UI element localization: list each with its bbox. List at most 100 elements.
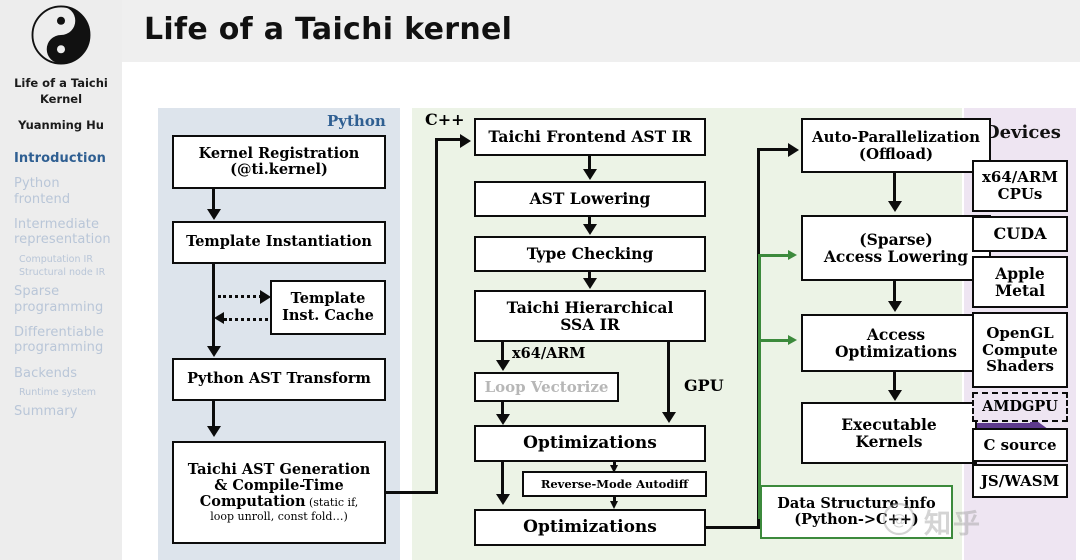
box-line: (static if, <box>305 496 359 510</box>
box-c-source[interactable]: C source <box>972 428 1068 462</box>
box-line: Reverse-Mode Autodiff <box>540 476 689 491</box>
box-auto-parallelization[interactable]: Auto-Parallelization (Offload) <box>801 118 991 173</box>
box-line: Computation <box>199 493 306 511</box>
connector <box>501 402 504 416</box>
box-access-optimizations[interactable]: Access Optimizations <box>801 314 991 372</box>
connector <box>501 462 504 495</box>
sidebar-item-backends[interactable]: Backends <box>14 365 78 381</box>
python-panel-label: Python <box>327 112 386 130</box>
box-cuda[interactable]: CUDA <box>972 216 1068 252</box>
box-line: Executable <box>841 414 937 434</box>
arrow-down-icon <box>495 494 510 505</box>
box-line: Optimizations <box>835 342 957 361</box>
connector <box>706 526 760 529</box>
box-line: (Sparse) <box>859 229 933 249</box>
box-line: x64/ARM <box>981 168 1058 187</box>
box-taichi-hierarchical-ssa-ir[interactable]: Taichi Hierarchical SSA IR <box>474 290 706 342</box>
connector <box>613 462 616 467</box>
arrow-down-icon <box>206 346 221 357</box>
arrow-down-icon <box>206 209 221 220</box>
box-amdgpu[interactable]: AMDGPU <box>972 392 1068 422</box>
box-template-instantiation[interactable]: Template Instantiation <box>172 221 386 264</box>
box-line: Kernels <box>855 432 923 451</box>
box-line: Template <box>290 290 366 308</box>
box-line: Inst. Cache <box>282 306 374 324</box>
box-line: JS/WASM <box>980 471 1060 490</box>
box-python-ast-transform[interactable]: Python AST Transform <box>172 358 386 401</box>
arrow-down-icon <box>206 426 221 437</box>
page-title: Life of a Taichi kernel <box>144 12 513 47</box>
arrow-down-icon <box>582 169 597 180</box>
box-x64-arm-cpus[interactable]: x64/ARM CPUs <box>972 160 1068 212</box>
box-line: Template Instantiation <box>186 233 372 251</box>
connector <box>613 497 616 503</box>
box-line: AST Lowering <box>529 189 651 209</box>
arrow-right-icon <box>788 142 799 157</box>
box-data-structure-info[interactable]: Data Structure info (Python->C++) <box>760 485 953 539</box>
box-optimizations-1[interactable]: Optimizations <box>474 425 706 462</box>
sidebar-item-sparse-programming[interactable]: Sparse programming <box>14 284 104 315</box>
sidebar-item-introduction[interactable]: Introduction <box>14 150 106 166</box>
box-line: & Compile-Time <box>214 477 344 495</box>
box-line: Taichi AST Generation <box>187 460 371 478</box>
arrow-down-icon <box>887 390 902 401</box>
label-gpu: GPU <box>684 376 724 395</box>
connector-green <box>758 339 791 342</box>
box-ast-lowering[interactable]: AST Lowering <box>474 181 706 217</box>
box-reverse-mode-autodiff[interactable]: Reverse-Mode Autodiff <box>522 471 707 497</box>
box-loop-vectorize[interactable]: Loop Vectorize <box>474 372 619 402</box>
box-line: C source <box>983 435 1057 454</box>
arrow-down-icon <box>495 414 510 425</box>
box-js-wasm[interactable]: JS/WASM <box>972 464 1068 498</box>
sidebar-title: Life of a Taichi Kernel <box>14 76 108 106</box>
connector <box>435 138 464 141</box>
box-line: Optimizations <box>523 516 657 537</box>
box-sparse-access-lowering[interactable]: (Sparse) Access Lowering <box>801 215 991 281</box>
box-optimizations-2[interactable]: Optimizations <box>474 509 706 546</box>
box-kernel-registration[interactable]: Kernel Registration (@ti.kernel) <box>172 135 386 189</box>
connector <box>212 264 215 347</box>
sidebar-item-runtime-system[interactable]: Runtime system <box>19 387 97 399</box>
slide-header: Life of a Taichi kernel <box>122 0 1080 62</box>
sidebar-item-python-frontend[interactable]: Python frontend <box>14 176 71 207</box>
connector-dotted <box>218 295 262 298</box>
box-line: Loop Vectorize <box>484 377 609 396</box>
arrow-right-icon <box>260 290 271 304</box>
box-type-checking[interactable]: Type Checking <box>474 236 706 272</box>
arrow-down-icon <box>582 224 597 235</box>
box-taichi-ast-generation[interactable]: Taichi AST Generation & Compile-Time Com… <box>172 441 386 544</box>
label-cpp: C++ <box>425 110 465 129</box>
connector <box>588 217 591 224</box>
box-taichi-frontend-ast-ir[interactable]: Taichi Frontend AST IR <box>474 118 706 156</box>
box-opengl-compute-shaders[interactable]: OpenGL Compute Shaders <box>972 312 1068 388</box>
sidebar-item-differentiable-programming[interactable]: Differentiable programming <box>14 325 105 356</box>
box-line-row: Computation (static if, <box>200 494 359 510</box>
box-executable-kernels[interactable]: Executable Kernels <box>801 402 977 464</box>
arrow-down-icon <box>609 501 618 509</box>
box-template-inst-cache[interactable]: Template Inst. Cache <box>270 280 386 335</box>
sidebar-item-structural-node-ir[interactable]: Structural node IR <box>19 267 106 278</box>
connector <box>667 342 670 412</box>
diagram-canvas: Python Devices Kernel Registration (@ti.… <box>122 62 1080 560</box>
arrow-down-icon <box>495 360 510 371</box>
connector <box>588 272 591 278</box>
arrow-right-icon <box>788 250 797 260</box>
connector-dotted <box>224 318 268 321</box>
sidebar-nav: Introduction Python frontend Intermediat… <box>5 151 117 430</box>
box-line: Python AST Transform <box>187 370 371 388</box>
box-line: OpenGL <box>986 323 1054 342</box>
box-line: AMDGPU <box>982 397 1058 415</box>
connector <box>212 401 215 427</box>
box-apple-metal[interactable]: Apple Metal <box>972 256 1068 308</box>
connector <box>212 189 215 210</box>
sidebar-item-intermediate-representation[interactable]: Intermediate representation <box>14 216 111 248</box>
sidebar-item-computation-ir[interactable]: Computation IR <box>19 253 93 265</box>
box-line: Apple <box>995 263 1045 283</box>
sidebar-item-summary[interactable]: Summary <box>14 404 78 420</box>
connector-green <box>758 254 761 519</box>
box-line: Access <box>866 324 926 344</box>
box-line: Type Checking <box>526 244 654 264</box>
connector <box>435 138 438 494</box>
arrow-down-icon <box>609 465 618 473</box>
sidebar: Life of a Taichi Kernel Yuanming Hu Intr… <box>0 0 122 560</box>
